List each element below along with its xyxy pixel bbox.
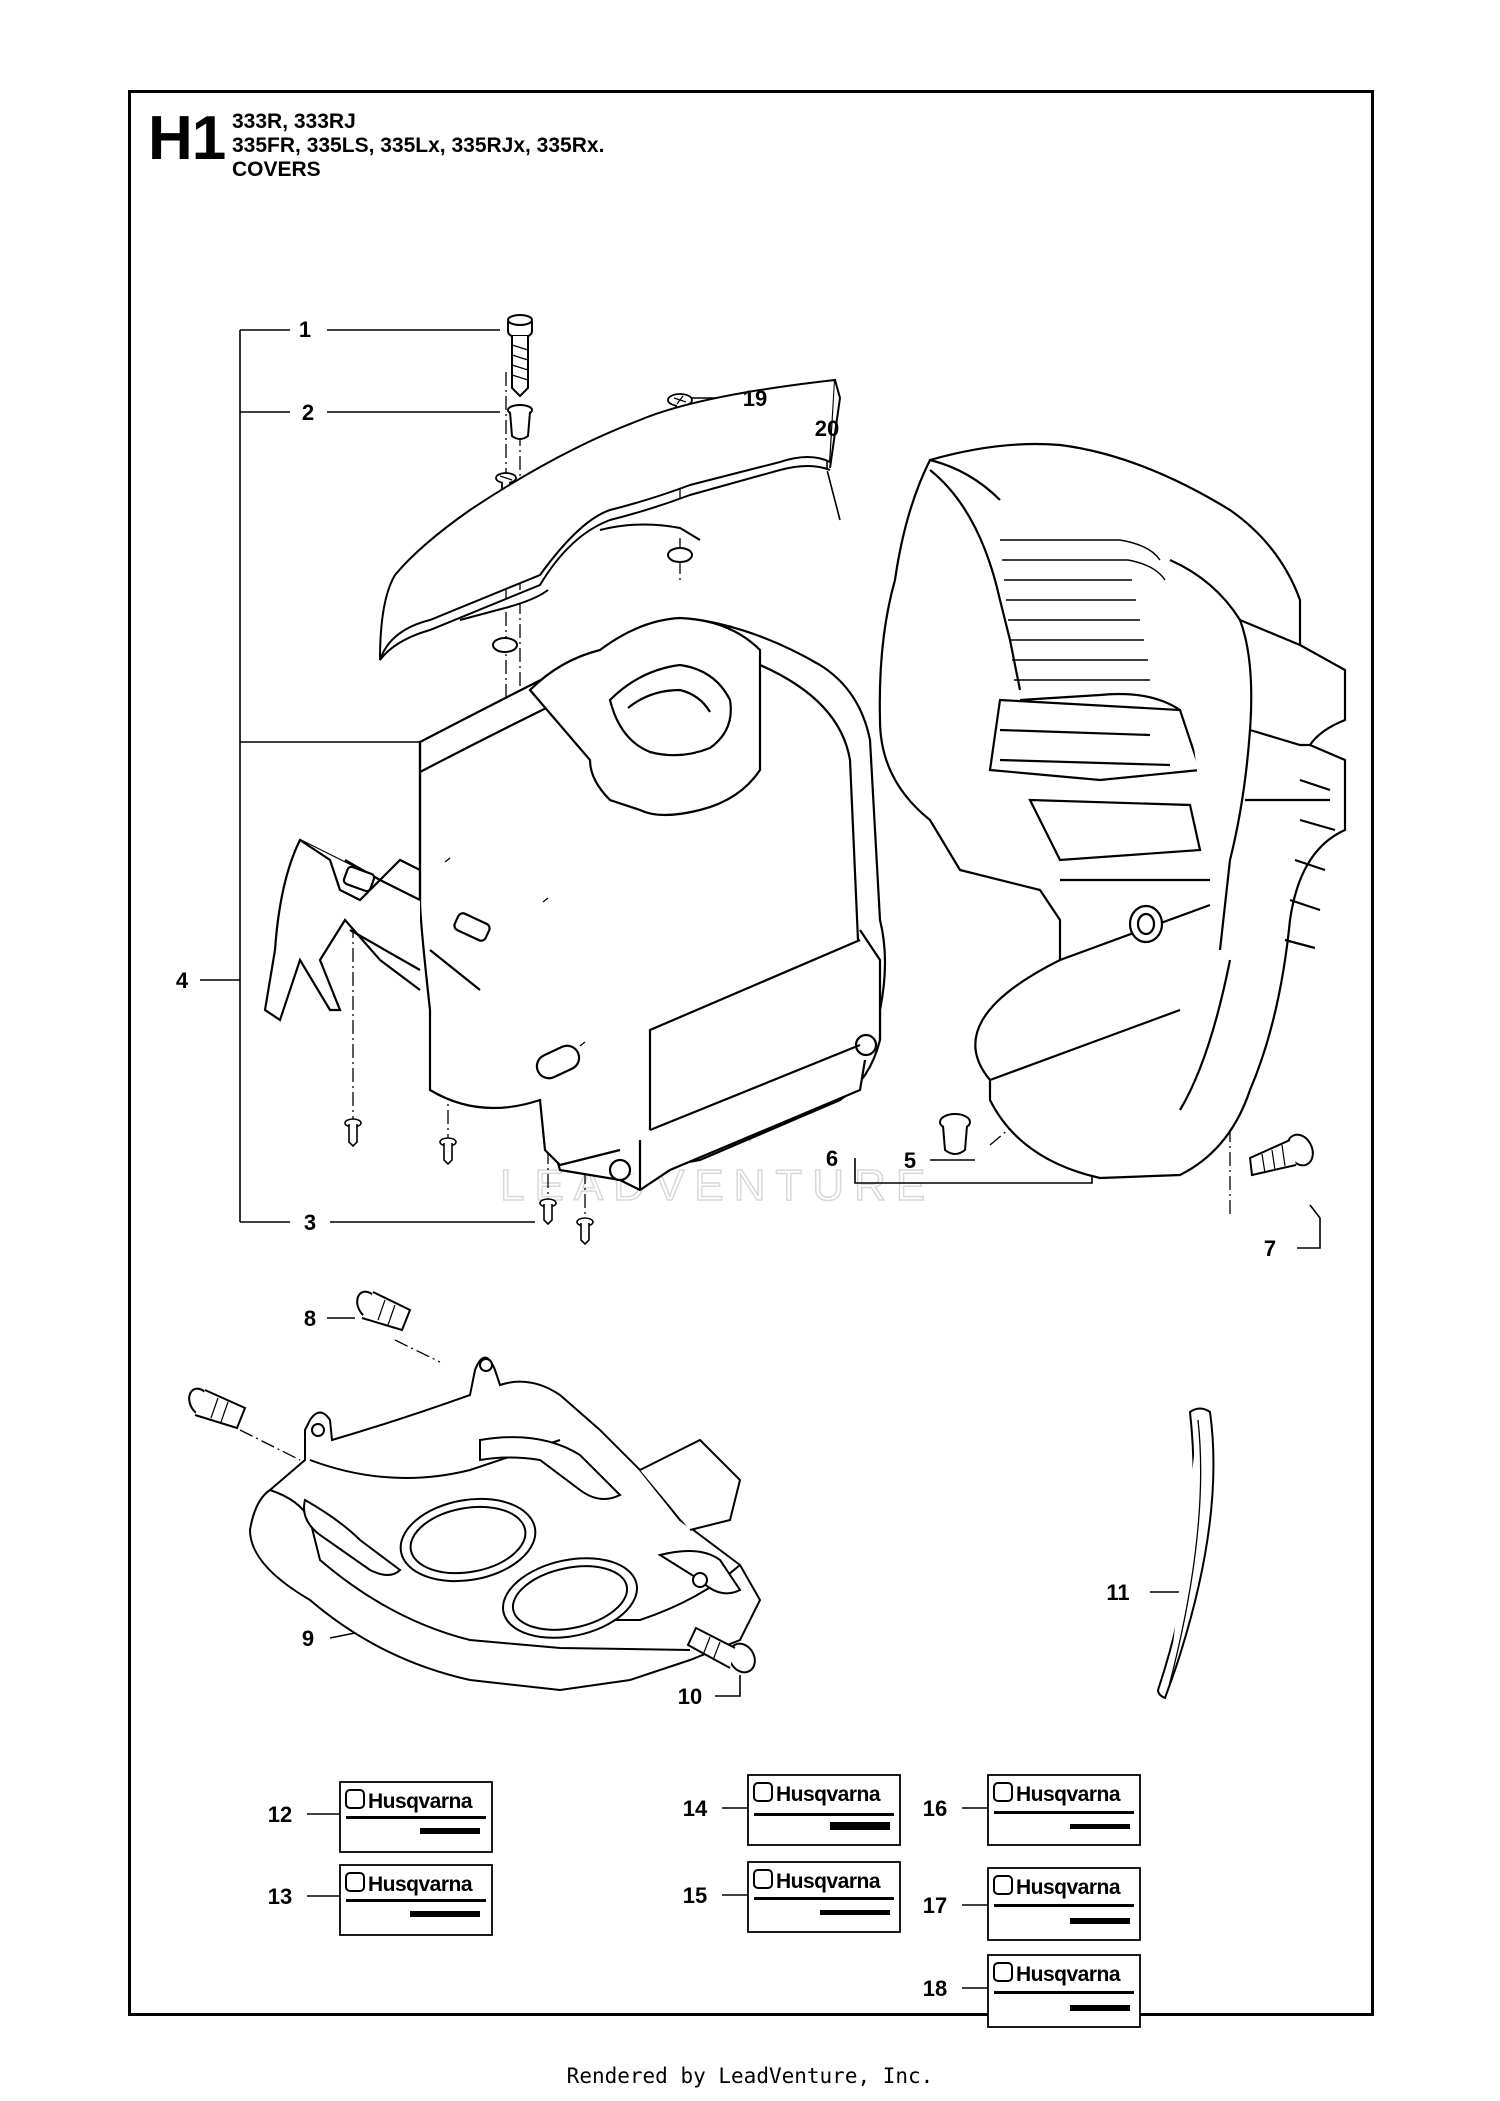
part-3-screws — [344, 857, 594, 1246]
decal-14-brand: Husqvarna — [776, 1783, 881, 1806]
part-1-bolt — [507, 314, 533, 398]
models-line-1: 333R, 333RJ — [232, 110, 356, 133]
callout-1: 1 — [299, 317, 311, 342]
decal-18-brand: Husqvarna — [1016, 1963, 1121, 1986]
part-5-grommet — [939, 1113, 971, 1155]
decals: Husqvarna Husqvarna Husqvarna Husqvarna — [339, 1774, 1141, 2028]
decal-13-brand: Husqvarna — [368, 1873, 473, 1896]
models-line-2: 335FR, 335LS, 335Lx, 335RJx, 335Rx. — [232, 134, 605, 157]
callout-labels: 1 2 3 4 5 6 7 8 9 10 11 12 13 14 15 16 1… — [176, 317, 1276, 2001]
callout-7: 7 — [1264, 1236, 1276, 1261]
part-20-top-cover — [379, 378, 842, 661]
decal-12-brand: Husqvarna — [368, 1790, 473, 1813]
part-10-bolt — [686, 1626, 756, 1674]
section-title: COVERS — [232, 158, 321, 181]
callout-18: 18 — [923, 1976, 947, 2001]
footer-credit: Rendered by LeadVenture, Inc. — [566, 2064, 934, 2088]
part-2-bushing — [507, 404, 533, 440]
part-6-fan-housing — [878, 442, 1347, 1180]
callout-14: 14 — [683, 1796, 708, 1821]
decal-14: Husqvarna — [747, 1774, 901, 1846]
decal-18: Husqvarna — [987, 1954, 1141, 2028]
part-9-skid-guard — [248, 1356, 762, 1692]
part-8-bolt — [356, 1290, 412, 1332]
decal-16-brand: Husqvarna — [1016, 1783, 1121, 1806]
guard-bolt — [188, 1387, 247, 1430]
decal-17-brand: Husqvarna — [1016, 1876, 1121, 1899]
callout-10: 10 — [678, 1684, 702, 1709]
callout-15: 15 — [683, 1883, 707, 1908]
callout-17: 17 — [923, 1893, 947, 1918]
decal-13: Husqvarna — [339, 1864, 493, 1936]
callout-16: 16 — [923, 1796, 947, 1821]
section-code: H1 — [148, 104, 226, 173]
part-7-bolt — [1248, 1133, 1314, 1177]
part-4-cylinder-cover — [263, 616, 887, 1192]
diagram-frame — [128, 90, 1374, 2016]
callout-4: 4 — [176, 968, 189, 993]
callout-11: 11 — [1106, 1580, 1129, 1605]
callout-19: 19 — [743, 386, 767, 411]
decal-17: Husqvarna — [987, 1867, 1141, 1941]
part-11-strip — [1156, 1407, 1215, 1700]
callout-9: 9 — [302, 1626, 314, 1651]
callout-3: 3 — [304, 1210, 316, 1235]
callout-20: 20 — [815, 416, 839, 441]
callout-5: 5 — [904, 1148, 916, 1173]
decal-15: Husqvarna — [747, 1861, 901, 1933]
decal-16: Husqvarna — [987, 1774, 1141, 1846]
callout-2: 2 — [302, 400, 314, 425]
callout-6: 6 — [826, 1146, 838, 1171]
decal-15-brand: Husqvarna — [776, 1870, 881, 1893]
callout-13: 13 — [268, 1884, 292, 1909]
decal-12: Husqvarna — [339, 1781, 493, 1853]
callout-12: 12 — [268, 1802, 292, 1827]
callout-8: 8 — [304, 1306, 316, 1331]
